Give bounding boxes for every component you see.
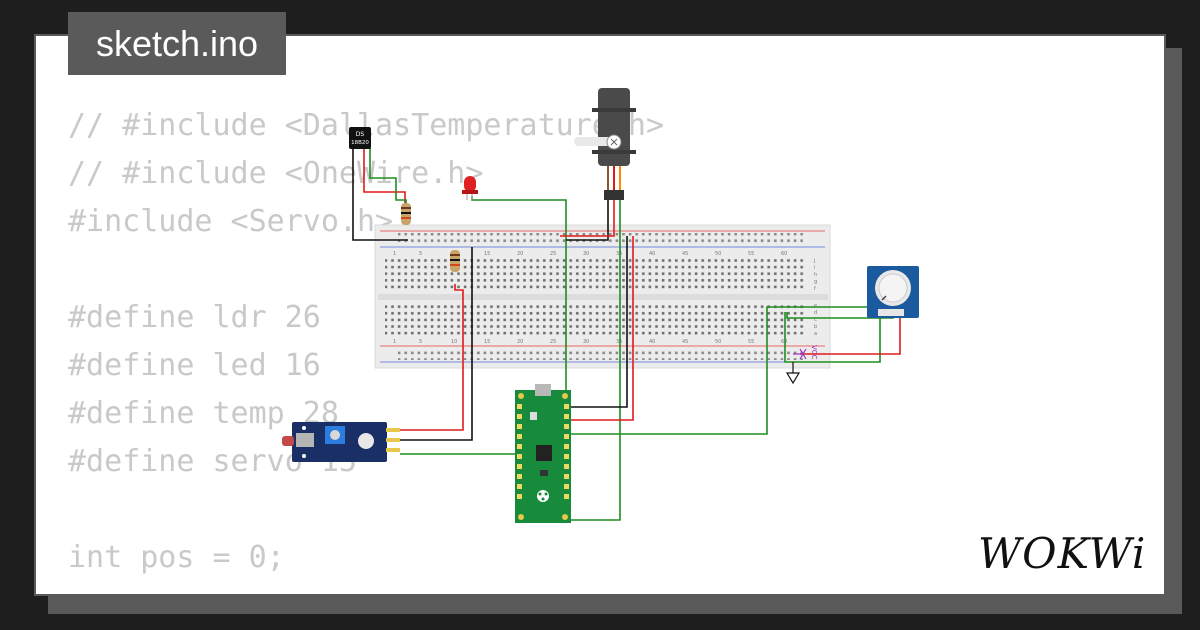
breadboard-col-number: 60 [781,339,787,345]
servo-motor[interactable] [574,88,636,200]
file-tab[interactable]: sketch.ino [68,12,286,75]
code-line: #define servo 15 [68,444,357,479]
ds18b20-data-wire [369,148,407,212]
sensor-label-top: DS [356,131,365,138]
logo-text: WOKWi [978,529,1146,578]
breadboard-row-letter: b [814,324,817,330]
pot-vcc-wire [800,318,901,355]
ds18b20-vcc-wire [363,148,406,205]
code-line: #include <Servo.h> [68,204,394,239]
code-line: int pos = 0; [68,540,285,575]
breadboard-col-number: 20 [517,339,523,345]
code-line: #define ldr 26 [68,300,321,335]
breadboard-col-number: 45 [682,251,688,257]
breadboard-col-number: 50 [715,339,721,345]
breadboard-col-number: 5 [419,339,422,345]
ground-symbol-icon [785,362,801,385]
wokwi-logo: WOKWi [978,529,1146,578]
resistor[interactable] [401,203,411,225]
breadboard-col-number: 20 [517,251,523,257]
breadboard-row-letter: h [814,272,817,278]
breadboard-col-number: 30 [583,339,589,345]
breadboard-col-number: 35 [616,339,622,345]
code-preview: // #include <DallasTemperature.h>// #inc… [68,102,664,582]
vcc-rail-wire [570,236,634,421]
red-led[interactable] [462,176,478,200]
servo-gnd-wire [566,200,609,241]
breadboard-col-number: 35 [616,251,622,257]
ldr-sensor-module[interactable] [282,422,400,462]
breadboard-row-letter: a [814,331,817,337]
breadboard-row-letter: c [814,317,817,323]
code-line: #define led 16 [68,348,321,383]
breadboard-row-letter: e [814,303,817,309]
breadboard-row-letter: f [814,286,816,292]
breadboard-row-letter: g [814,279,817,285]
potentiometer[interactable] [867,266,919,318]
vcc-label: VCC [810,345,818,360]
ds18b20-sensor[interactable]: DS 18B20 [349,127,371,149]
breadboard-col-number: 55 [748,339,754,345]
breadboard-row-letter: d [814,310,817,316]
breadboard-col-number: 15 [484,339,490,345]
breadboard-row-letter: j [813,258,815,264]
breadboard-col-number: 15 [484,251,490,257]
pot-wiper-wire [786,312,894,319]
pot-gnd-wire [784,312,881,363]
breadboard-col-number: 5 [419,251,422,257]
breadboard-col-number: 25 [550,251,556,257]
breadboard-row-letter: i [814,265,815,271]
code-line: // #include <OneWire.h> [68,156,484,191]
breadboard-col-number: 40 [649,251,655,257]
servo-vcc-wire [560,200,615,237]
sensor-label-bottom: 18B20 [351,140,369,146]
breadboard-col-number: 55 [748,251,754,257]
raspberry-pi-pico[interactable] [515,384,571,523]
ldr-gnd-wire [400,247,473,441]
servo-signal-wire [570,200,621,521]
ldr-vcc-wire [400,284,464,431]
breadboard: 1 5 10 15 20 25 30 35 40 45 50 55 60 1 5… [374,224,831,369]
breadboard-col-number: 1 [393,339,396,345]
resistor[interactable] [450,250,460,272]
breadboard-col-number: 10 [451,339,457,345]
breadboard-col-number: 30 [583,251,589,257]
breadboard-col-number: 50 [715,251,721,257]
breadboard-col-number: 60 [781,251,787,257]
gnd-rail-wire [570,236,628,408]
raspberry-pi-logo-icon [537,490,549,502]
breadboard-col-number: 40 [649,339,655,345]
vcc-marker: VCC [793,345,818,360]
breadboard-col-number: 45 [682,339,688,345]
breadboard-col-number: 25 [550,339,556,345]
breadboard-col-number: 1 [393,251,396,257]
pot-signal-wire [570,306,868,435]
